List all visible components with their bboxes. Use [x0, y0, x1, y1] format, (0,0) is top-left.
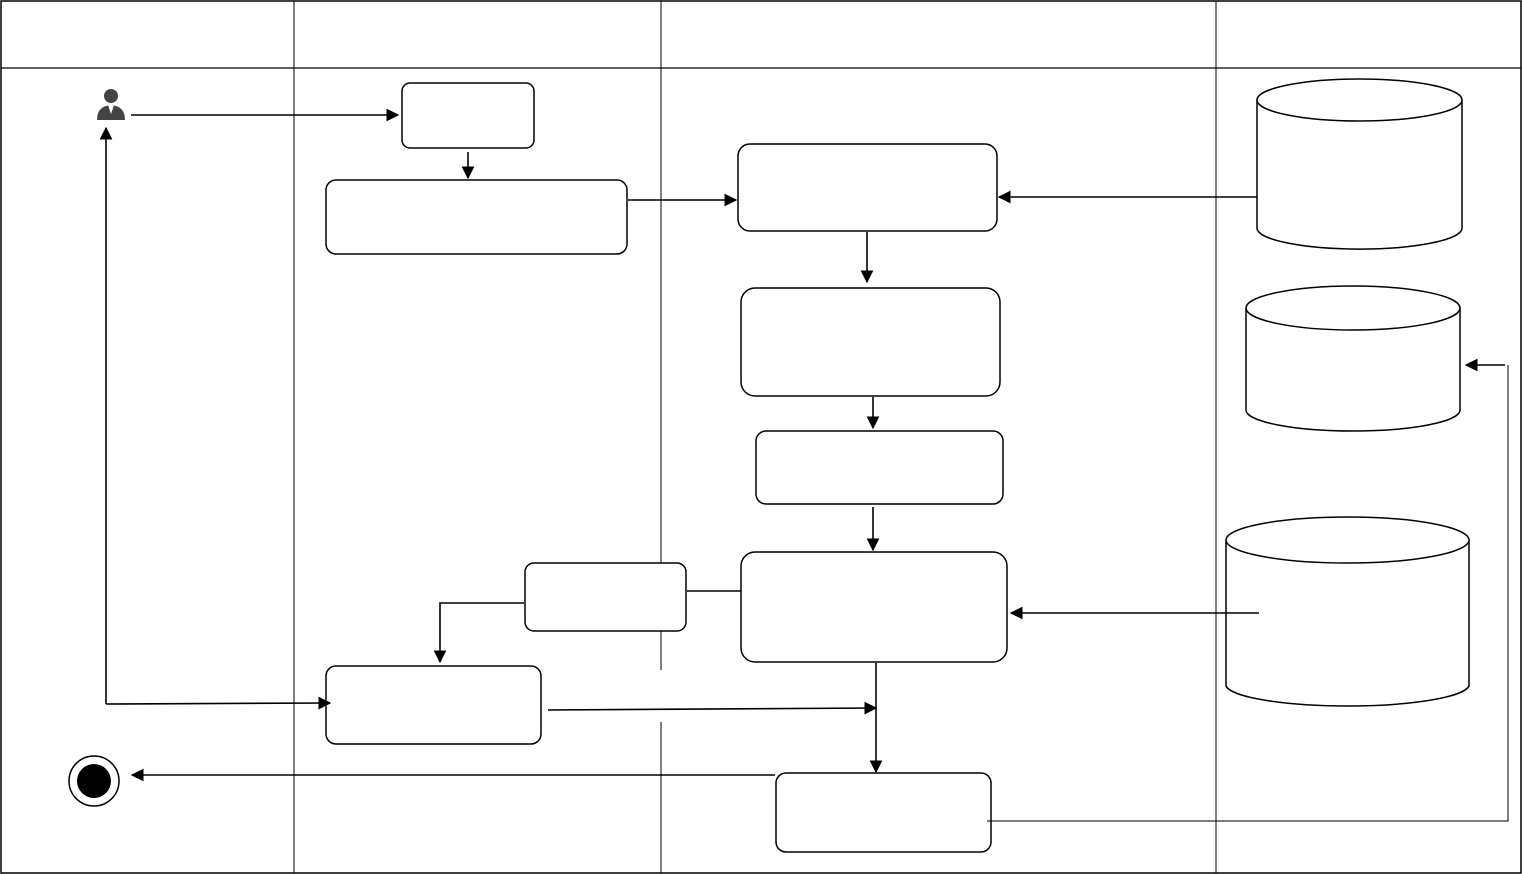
edge-step-g-to-step-h [433, 602, 524, 664]
activity-step-h [325, 665, 542, 745]
edge-step-h-to-merge [547, 701, 878, 715]
edge-step-i-to-db2 [987, 365, 1509, 822]
activity-step-a [401, 82, 535, 149]
activity-step-g [524, 562, 687, 632]
activity-step-c [737, 143, 998, 232]
end-node-icon [68, 755, 120, 807]
activity-step-f [740, 551, 1008, 663]
database-icon-3 [1225, 516, 1470, 707]
edge-loop-to-step-h [105, 696, 332, 710]
database-icon-1 [1256, 78, 1463, 250]
user-icon [97, 89, 125, 120]
activity-step-d [740, 287, 1001, 397]
activity-step-e [755, 430, 1004, 505]
activity-step-i [775, 772, 992, 853]
database-icon-2 [1245, 285, 1461, 432]
activity-step-b [325, 179, 628, 255]
